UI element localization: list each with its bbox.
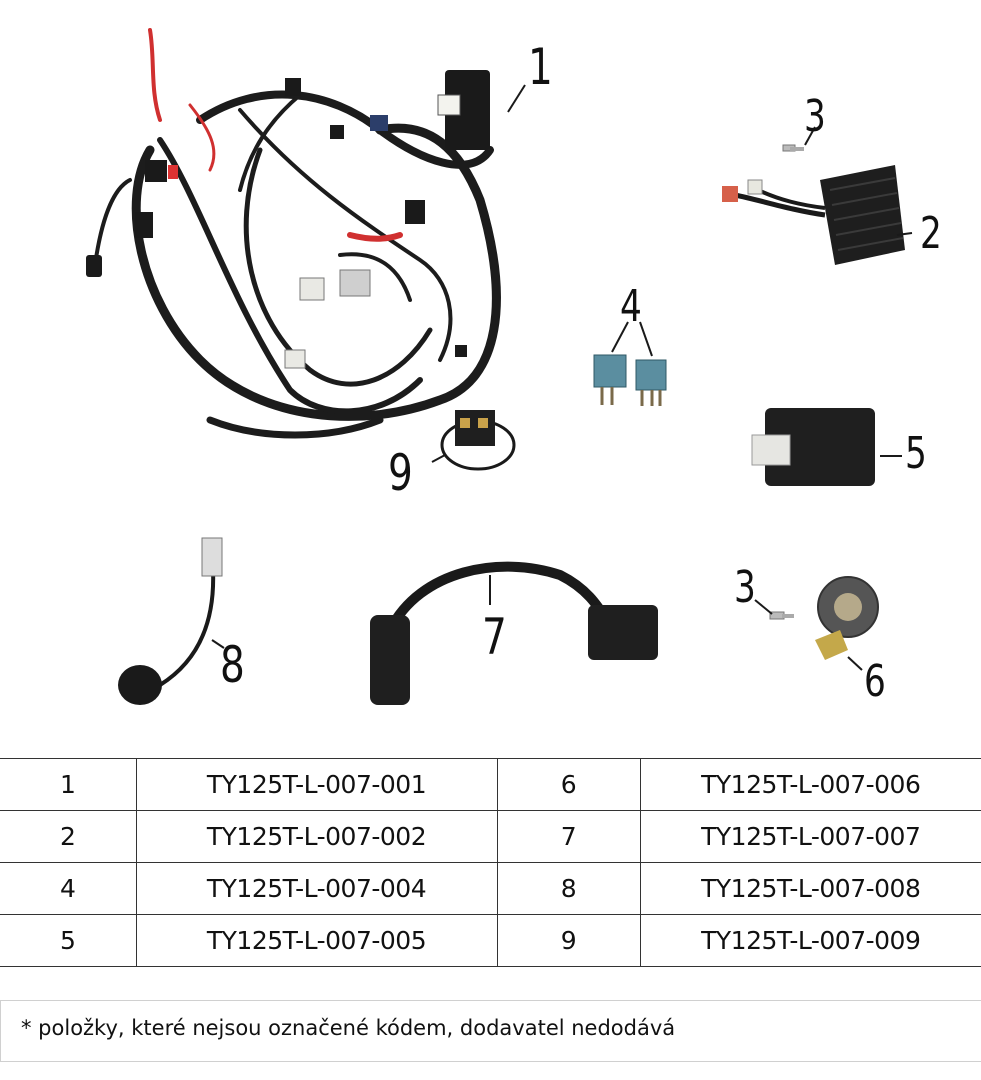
part-number: 7 [496,810,640,863]
part-code: TY125T-L-007-008 [639,862,981,915]
part-code: TY125T-L-007-009 [639,914,981,967]
ignition-coil-illustration [370,561,658,705]
sensor-illustration [118,537,223,705]
part-code: TY125T-L-007-004 [135,862,497,915]
part-code: TY125T-L-007-006 [639,758,981,811]
regulator-illustration [722,165,905,265]
part-number: 6 [496,758,640,811]
horn-illustration [815,576,879,660]
screw-illustration-top [782,144,804,152]
part-code: TY125T-L-007-002 [135,810,497,863]
callout-8: 8 [220,636,245,694]
cdi-illustration [751,408,875,486]
part-code: TY125T-L-007-001 [135,758,497,811]
wiring-harness-illustration [93,28,501,439]
part-number: 9 [496,914,640,967]
part-number: 5 [0,914,136,967]
footnote-box: * položky, které nejsou označené kódem, … [0,1000,981,1062]
part-code: TY125T-L-007-007 [639,810,981,863]
part-number: 2 [0,810,136,863]
callout-3-bottom: 3 [734,562,756,613]
screw-illustration-bottom [769,611,794,620]
harness-connectors [86,70,490,369]
footnote-text: * položky, které nejsou označené kódem, … [21,1016,676,1040]
table-row: 2 TY125T-L-007-002 7 TY125T-L-007-007 [0,810,981,863]
part-number: 1 [0,758,136,811]
table-row: 1 TY125T-L-007-001 6 TY125T-L-007-006 [0,758,981,811]
callout-7: 7 [482,608,507,666]
starter-relay-illustration [440,410,516,471]
callout-6: 6 [864,656,886,707]
leader-lines [211,84,913,671]
callout-5: 5 [905,428,927,479]
relay-illustration [593,354,667,406]
callout-1: 1 [528,38,553,96]
part-number: 8 [496,862,640,915]
callout-3-top: 3 [804,91,826,142]
parts-illustration [86,28,913,705]
part-code: TY125T-L-007-005 [135,914,497,967]
table-row: 5 TY125T-L-007-005 9 TY125T-L-007-009 [0,914,981,967]
parts-table: 1 TY125T-L-007-001 6 TY125T-L-007-006 2 … [0,758,981,967]
callout-4: 4 [620,281,642,332]
callout-2: 2 [920,208,942,259]
table-row: 4 TY125T-L-007-004 8 TY125T-L-007-008 [0,862,981,915]
part-number: 4 [0,862,136,915]
callout-9: 9 [388,444,413,502]
